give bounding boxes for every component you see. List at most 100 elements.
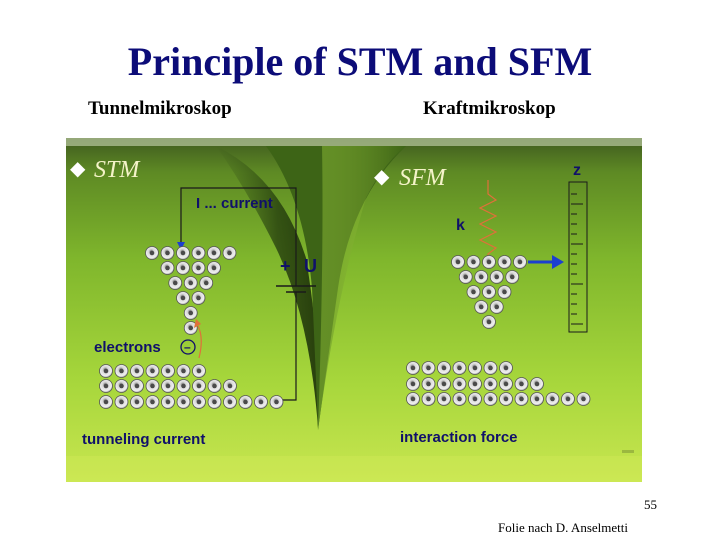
atom-core bbox=[441, 381, 447, 387]
atom-core bbox=[103, 383, 109, 389]
atom-core bbox=[149, 250, 155, 256]
atom-core bbox=[471, 289, 476, 295]
atom-core bbox=[517, 259, 523, 265]
sfm-bullet-icon: ◆ bbox=[374, 164, 390, 188]
stm-sfm-diagram: ◆ STM ◆ SFM I ... current + U electrons … bbox=[66, 138, 642, 482]
atom-core bbox=[426, 396, 431, 402]
sfm-tip-atoms bbox=[451, 255, 527, 329]
atom-core bbox=[565, 396, 571, 402]
atom-core bbox=[196, 399, 202, 405]
interaction-force-label: interaction force bbox=[400, 429, 518, 446]
atom-core bbox=[119, 399, 124, 405]
atom-core bbox=[488, 381, 493, 387]
atom-core bbox=[134, 383, 140, 389]
atom-core bbox=[103, 399, 109, 405]
atom-core bbox=[486, 319, 492, 325]
atom-core bbox=[486, 289, 492, 295]
z-scale-ticks bbox=[571, 193, 583, 325]
atom-core bbox=[150, 383, 155, 389]
atom-core bbox=[426, 381, 431, 387]
atom-core bbox=[211, 250, 217, 256]
atom-core bbox=[196, 265, 201, 271]
atom-core bbox=[243, 399, 248, 405]
atom-core bbox=[457, 365, 462, 371]
current-arrow-head bbox=[177, 242, 185, 250]
atom-core bbox=[502, 289, 507, 295]
stm-bullet-icon: ◆ bbox=[70, 156, 86, 180]
atom-core bbox=[103, 368, 109, 374]
electron-icon bbox=[180, 339, 196, 355]
atom-core bbox=[488, 396, 493, 402]
deflection-arrow-head bbox=[552, 255, 564, 269]
z-scale-bar bbox=[568, 181, 588, 333]
atom-core bbox=[457, 381, 462, 387]
atom-core bbox=[227, 250, 232, 256]
tip-shadow-left bbox=[216, 146, 319, 428]
atom-core bbox=[180, 295, 186, 301]
slide-title: Principle of STM and SFM bbox=[127, 39, 593, 84]
atom-core bbox=[181, 383, 186, 389]
atom-core bbox=[478, 304, 484, 310]
subtitle-tunnelmikroskop: Tunnelmikroskop bbox=[88, 98, 232, 119]
atom-core bbox=[455, 259, 461, 265]
spring-label: k bbox=[456, 217, 465, 234]
atom-core bbox=[502, 259, 507, 265]
atom-core bbox=[410, 396, 416, 402]
atom-core bbox=[441, 396, 447, 402]
atom-core bbox=[196, 250, 201, 256]
stm-tip-atoms bbox=[145, 246, 237, 335]
atom-core bbox=[150, 368, 155, 374]
atom-core bbox=[410, 365, 416, 371]
voltage-plus: + bbox=[280, 256, 291, 276]
atom-core bbox=[441, 365, 447, 371]
atom-core bbox=[227, 399, 233, 405]
atom-core bbox=[180, 265, 186, 271]
stm-sample-atoms bbox=[99, 364, 284, 409]
atom-core bbox=[119, 368, 124, 374]
circuit-wire-top bbox=[180, 187, 297, 286]
atom-core bbox=[203, 280, 209, 286]
atom-core bbox=[134, 399, 140, 405]
spring-icon bbox=[478, 180, 498, 262]
sfm-heading: SFM bbox=[399, 165, 448, 191]
stm-heading: STM bbox=[94, 157, 141, 183]
z-label: z bbox=[573, 162, 581, 179]
atom-core bbox=[165, 250, 170, 256]
atom-core bbox=[426, 365, 431, 371]
atom-core bbox=[196, 383, 202, 389]
atom-core bbox=[150, 399, 155, 405]
tip-highlight bbox=[318, 146, 406, 430]
atom-core bbox=[486, 259, 492, 265]
atom-core bbox=[503, 381, 509, 387]
atom-core bbox=[227, 383, 233, 389]
atom-core bbox=[534, 396, 540, 402]
atom-core bbox=[134, 368, 140, 374]
electron-sign: – bbox=[184, 340, 191, 354]
atom-core bbox=[550, 396, 555, 402]
atom-core bbox=[488, 365, 493, 371]
smudge-mark bbox=[622, 450, 634, 453]
bottom-glare bbox=[66, 456, 642, 482]
atom-core bbox=[165, 265, 170, 271]
atom-core bbox=[165, 399, 171, 405]
slide-number: 55 bbox=[644, 497, 657, 512]
electrons-label: electrons bbox=[94, 339, 161, 356]
paper-edge bbox=[66, 138, 642, 146]
atom-core bbox=[165, 368, 171, 374]
atom-core bbox=[410, 381, 416, 387]
atom-core bbox=[274, 399, 279, 405]
atom-core bbox=[196, 368, 202, 374]
atom-core bbox=[212, 399, 217, 405]
atom-core bbox=[534, 381, 540, 387]
atom-core bbox=[165, 383, 171, 389]
subtitle-kraftmikroskop: Kraftmikroskop bbox=[423, 98, 556, 119]
current-label: I ... current bbox=[196, 195, 273, 212]
circuit-wire-right bbox=[282, 292, 297, 401]
sfm-sample-atoms bbox=[406, 361, 591, 406]
atom-core bbox=[463, 274, 469, 280]
atom-core bbox=[581, 396, 586, 402]
credit-line: Folie nach D. Anselmetti bbox=[498, 520, 628, 535]
tunneling-arrow bbox=[197, 325, 202, 359]
atom-core bbox=[181, 399, 186, 405]
atom-core bbox=[119, 383, 124, 389]
